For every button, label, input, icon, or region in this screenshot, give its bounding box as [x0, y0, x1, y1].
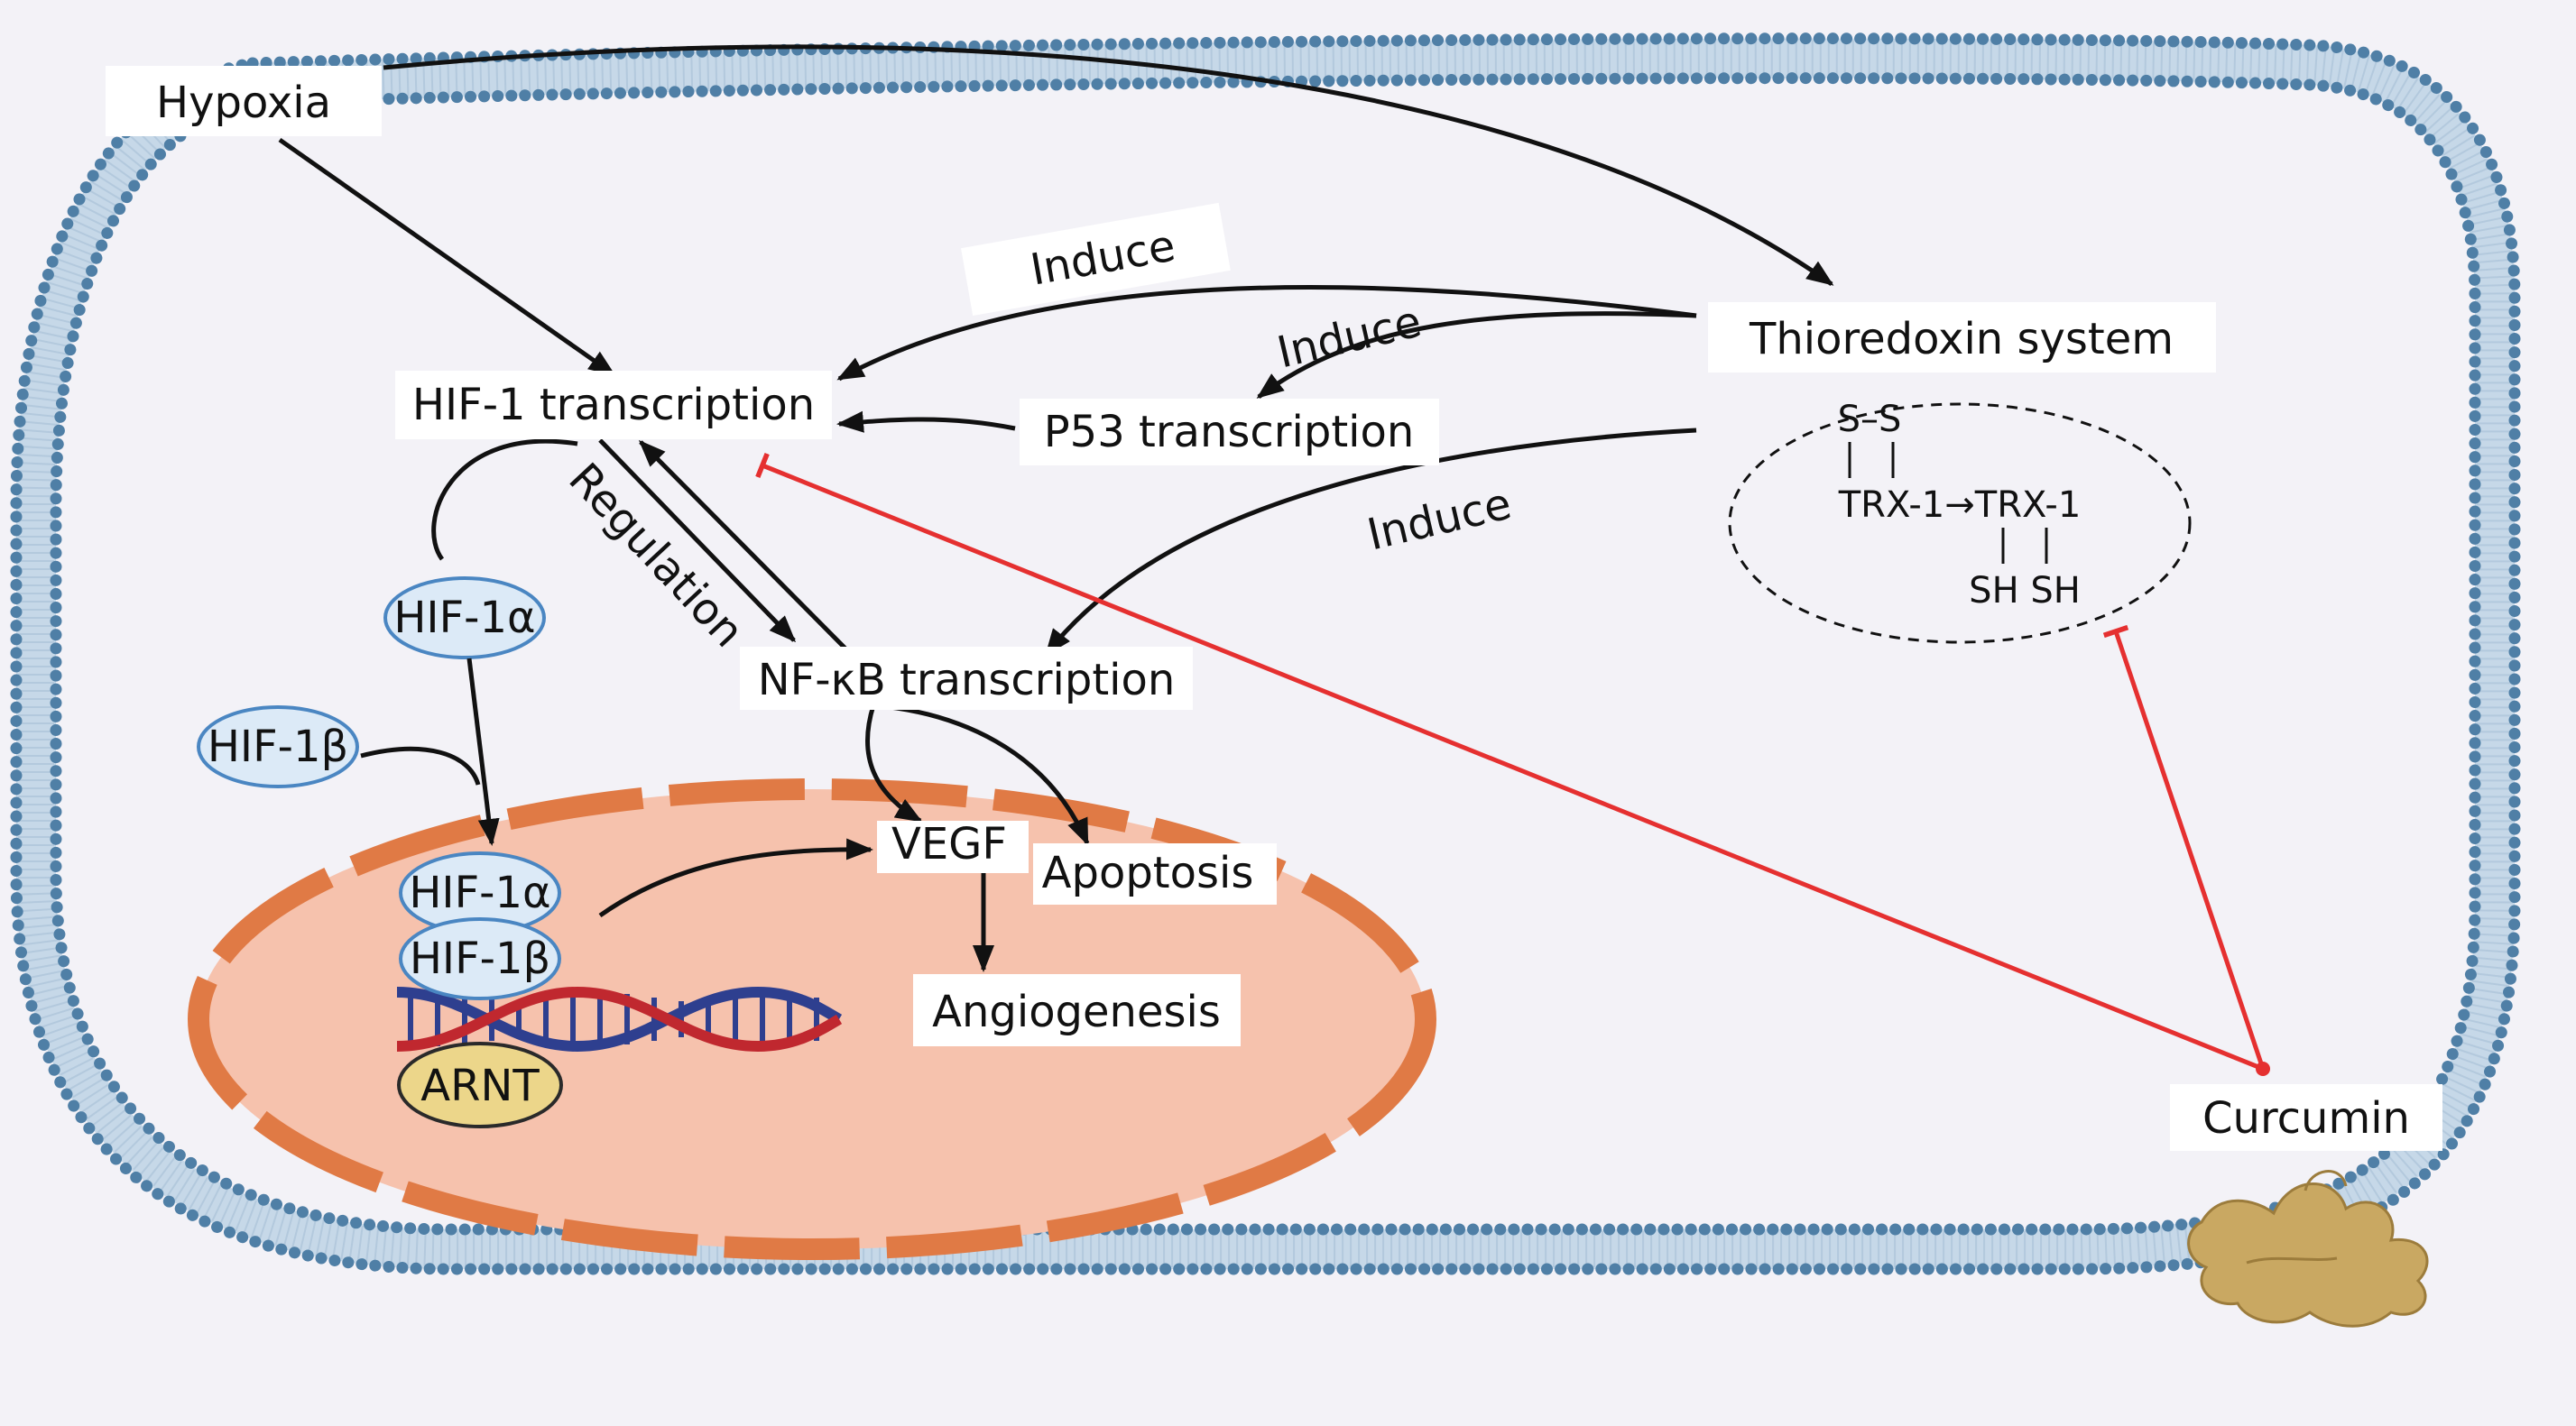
arnt-label: ARNT — [420, 1061, 540, 1111]
arrow-p53-to-hif1 — [836, 410, 1016, 433]
inhibit-thioredoxin — [2102, 624, 2266, 1070]
nuclear-hif1b-protein: HIF-1β — [399, 917, 561, 1000]
cytoplasmic-hif1b-protein: HIF-1β — [197, 705, 359, 788]
apoptosis-label: Apoptosis — [1042, 848, 1254, 898]
hypoxia-label: Hypoxia — [156, 78, 331, 128]
arrow-thioredoxin-to-p53 — [1256, 311, 1697, 399]
trx-oxidized-bond: S–S — [1838, 399, 1902, 440]
arrow-hif1a-to-nucleus — [466, 658, 500, 846]
curcumin-inhibition — [755, 452, 2270, 1076]
node-angiogenesis: Angiogenesis — [913, 974, 1241, 1046]
arrow-hif1-to-vegf — [598, 838, 873, 918]
line-hif1-to-hif1a — [431, 438, 578, 561]
arrow-hif1-to-nfkb — [598, 438, 797, 643]
angiogenesis-label: Angiogenesis — [932, 987, 1221, 1037]
arnt-protein: ARNT — [397, 1042, 563, 1128]
trx-reduced-groups: SH SH — [1969, 570, 2081, 612]
node-nfkb-transcription: NF-κB transcription — [740, 647, 1193, 710]
arrow-hypoxia-to-hif1 — [278, 137, 616, 377]
inhibit-hif1 — [755, 452, 2264, 1072]
cytoplasmic-hif1a-protein: HIF-1α — [383, 576, 546, 659]
node-apoptosis: Apoptosis — [1033, 843, 1277, 905]
dna-helix — [396, 986, 843, 1053]
nuclear-hif1a-protein: HIF-1α — [399, 851, 561, 934]
vegf-label: VEGF — [891, 819, 1007, 869]
arrow-nfkb-to-vegf — [865, 704, 923, 823]
edge-label-induce-hif1: Induce — [961, 202, 1231, 317]
node-thioredoxin-system: Thioredoxin system — [1708, 302, 2216, 373]
thioredoxin-system-label: Thioredoxin system — [1749, 314, 2174, 364]
arrow-hypoxia-to-thioredoxin — [383, 44, 1834, 287]
cytoplasmic-hif1a-label: HIF-1α — [393, 593, 535, 643]
node-curcumin: Curcumin — [2170, 1084, 2442, 1151]
cytoplasmic-hif1b-label: HIF-1β — [208, 722, 348, 772]
cell-membrane — [10, 32, 2521, 1275]
pathway-arrows — [278, 44, 1834, 972]
arrow-thioredoxin-to-nfkb — [1045, 428, 1697, 657]
arrow-nfkb-to-hif1 — [638, 439, 848, 651]
nfkb-transcription-label: NF-κB transcription — [758, 655, 1176, 705]
arrow-thioredoxin-to-hif1 — [836, 285, 1697, 382]
line-hif1b-join — [360, 746, 481, 786]
node-vegf: VEGF — [877, 819, 1029, 873]
trx-reaction-panel: S–S TRX-1→TRX-1 SH SH — [1728, 399, 2192, 644]
nuclear-hif1a-label: HIF-1α — [409, 868, 550, 918]
trx-reaction: TRX-1→TRX-1 — [1838, 484, 2082, 526]
hif1-transcription-label: HIF-1 transcription — [412, 380, 815, 430]
curcumin-label: Curcumin — [2202, 1093, 2410, 1144]
node-p53-transcription: P53 transcription — [1020, 399, 1439, 465]
nuclear-hif1b-label: HIF-1β — [410, 934, 550, 984]
node-hypoxia: Hypoxia — [106, 66, 382, 136]
p53-transcription-label: P53 transcription — [1044, 407, 1415, 457]
node-hif1-transcription: HIF-1 transcription — [395, 371, 832, 439]
turmeric-root-icon — [2187, 1170, 2429, 1328]
